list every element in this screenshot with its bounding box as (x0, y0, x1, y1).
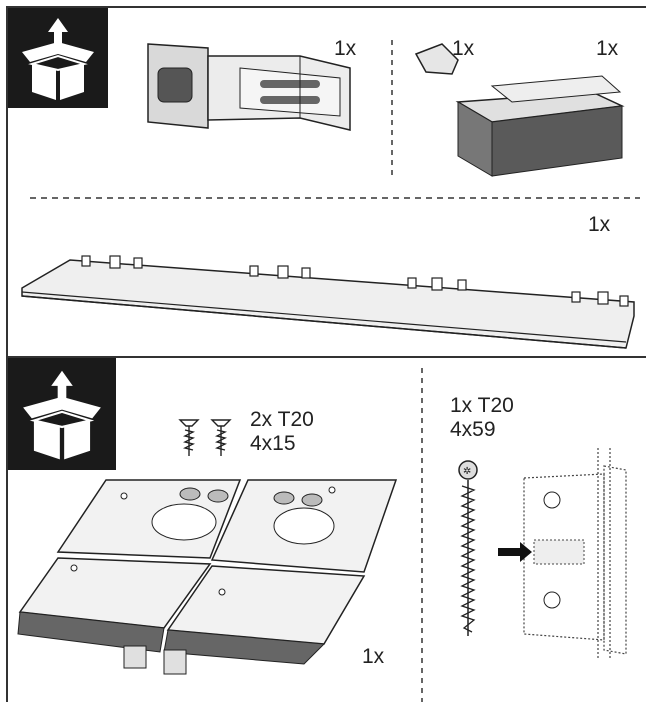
clip-part (147, 43, 351, 131)
short-screw-size: 4x15 (250, 432, 296, 456)
open-box-icon (23, 370, 101, 460)
open-box-icon (22, 18, 94, 100)
clip-qty: 1x (334, 37, 357, 60)
short-screw-spec: 2x T20 4x15 (250, 408, 314, 456)
short-screw-qty-type: 2x T20 (250, 408, 314, 431)
long-screw-spec: 1x T20 4x59 (450, 394, 514, 442)
tab-part (414, 43, 459, 75)
dashed-separator-horizontal (30, 197, 640, 199)
bracket-detail (498, 448, 627, 660)
svg-text:✲: ✲ (463, 466, 471, 477)
rail-part (21, 255, 635, 349)
dashed-separator-top (391, 40, 393, 180)
end-cap-part (455, 75, 625, 177)
section-divider (6, 356, 646, 358)
tab-qty: 1x (452, 37, 475, 60)
long-screw-qty-type: 1x T20 (450, 394, 514, 417)
frame-left-border (6, 6, 8, 702)
plate-qty: 1x (362, 645, 385, 668)
frame-top-border (6, 6, 646, 8)
unpack-badge-top (8, 8, 108, 108)
cap-qty: 1x (596, 37, 619, 60)
mounting-plate-part (17, 479, 398, 675)
long-screw-size: 4x59 (450, 418, 496, 442)
dashed-separator-bottom (421, 368, 423, 702)
short-screw-icon (178, 419, 232, 456)
rail-qty: 1x (588, 213, 611, 236)
unpack-badge-bottom (8, 358, 116, 470)
long-screw-icon: ✲ (458, 460, 478, 636)
